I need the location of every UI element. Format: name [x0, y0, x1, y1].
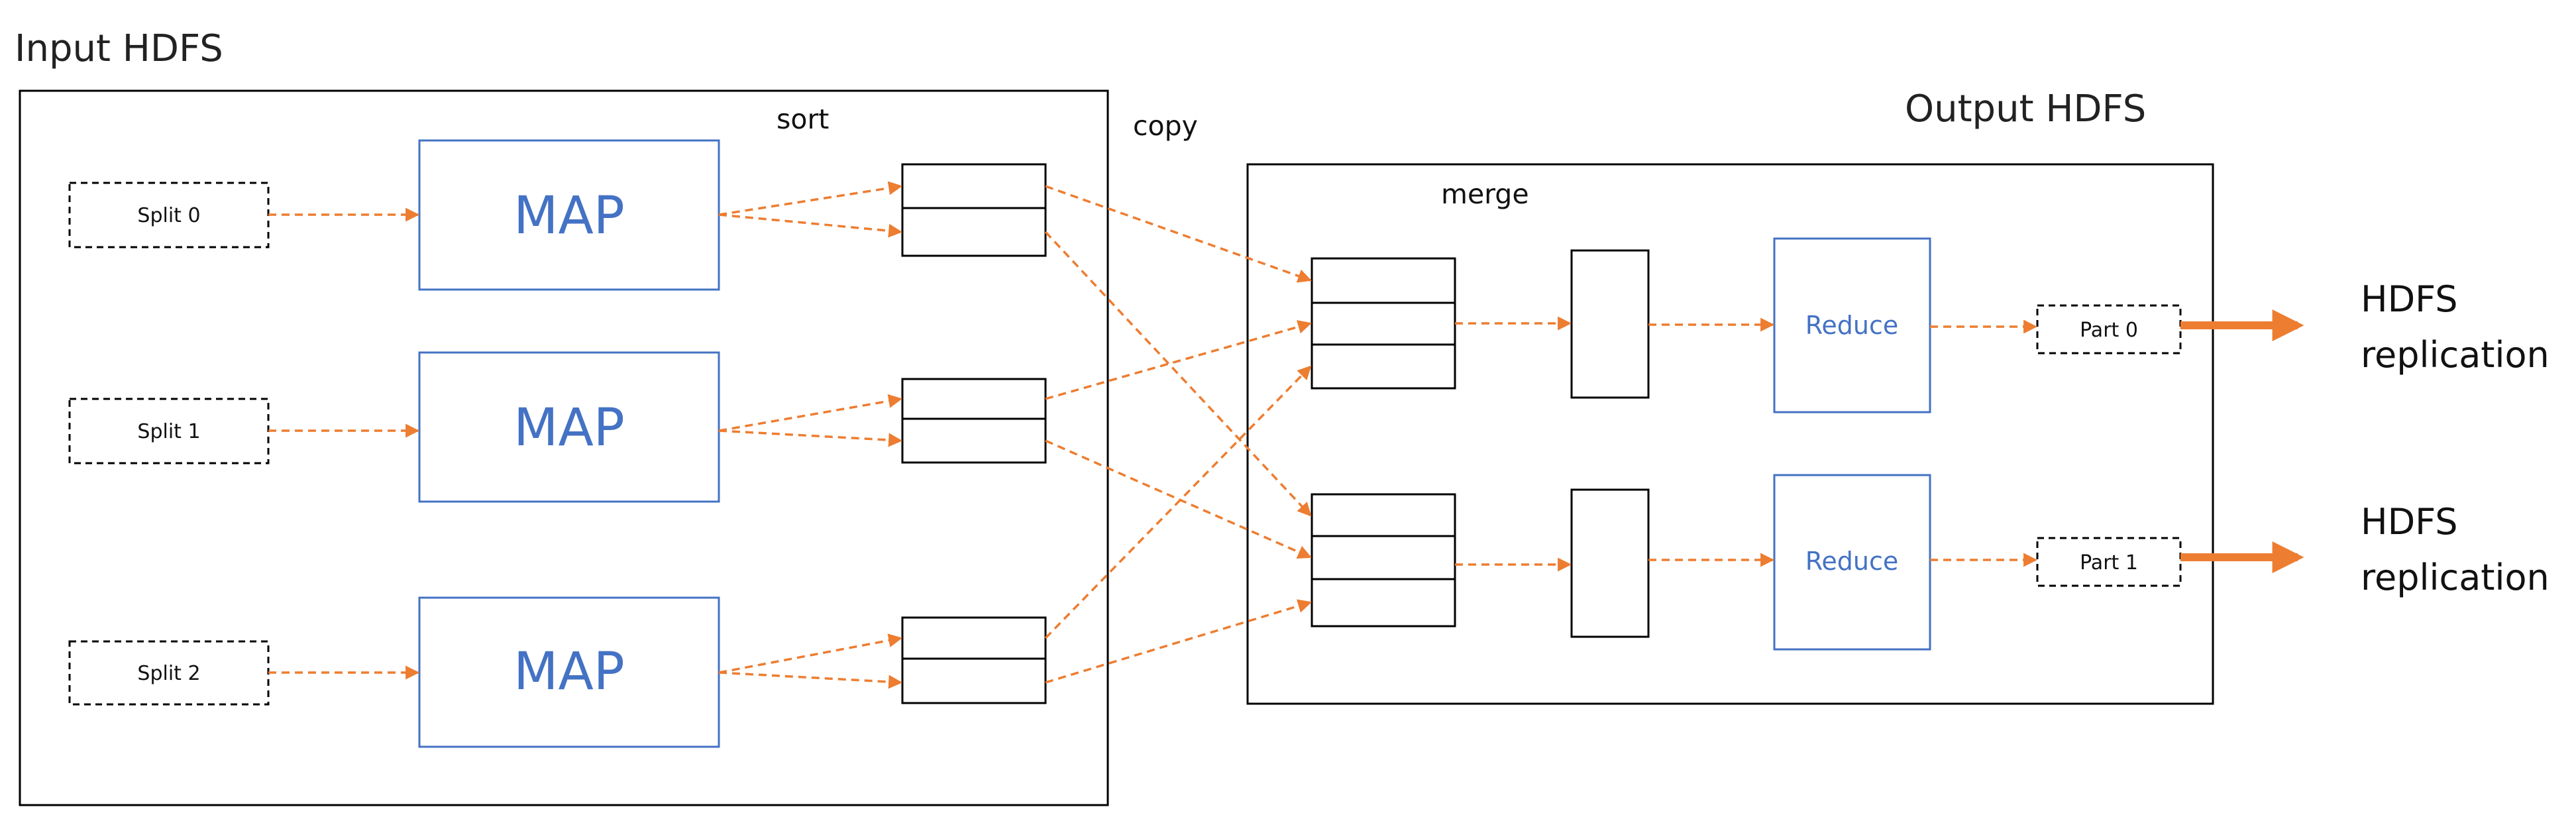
map-label-0: MAP	[513, 186, 625, 246]
arrow-sort1-p1-to-merge1	[1045, 439, 1312, 559]
merge-buffer-0-seg-0	[1311, 257, 1456, 304]
sort-buffer-0-part-0	[901, 163, 1047, 209]
merge-buffer-0	[1311, 257, 1456, 390]
replication-1-line-1: HDFS	[2361, 501, 2458, 543]
copy-label: copy	[1133, 110, 1198, 142]
sort-buffer-0	[901, 163, 1047, 257]
replication-1-line-2: replication	[2361, 557, 2549, 598]
flow-arrows	[268, 181, 2304, 689]
arrow-map0-to-sort0-p0	[718, 181, 903, 216]
reduce-box-0	[1773, 237, 1931, 413]
merge-buffer-0-seg-1	[1311, 301, 1456, 346]
sort-buffer-2-part-0	[901, 616, 1047, 660]
arrow-sort0-p1-to-merge1	[1044, 231, 1312, 517]
map-phase-frame	[19, 89, 1109, 806]
map-label-2: MAP	[513, 642, 625, 702]
reduce-label-1: Reduce	[1805, 547, 1899, 576]
replication-0-line-1: HDFS	[2361, 278, 2458, 320]
sort-buffer-2	[901, 616, 1047, 704]
arrow-sort0-p0-to-merge0	[1045, 185, 1312, 283]
arrow-map1-to-sort1-p1	[718, 429, 903, 447]
merge-buffer-1	[1311, 493, 1456, 628]
split-box-0	[68, 182, 270, 248]
replication-0-line-2: replication	[2361, 334, 2549, 376]
part-label-1: Part 1	[2080, 551, 2138, 574]
merged-output-1	[1570, 488, 1650, 638]
merge-buffer-1-seg-1	[1311, 535, 1456, 580]
map-box-0	[418, 139, 720, 291]
arrow-sort2-p0-to-merge0	[1044, 365, 1312, 639]
reduce-label-0: Reduce	[1805, 311, 1899, 340]
output-hdfs-label: Output HDFS	[1905, 87, 2146, 131]
part-box-1	[2036, 537, 2182, 587]
arrow-sort2-p1-to-merge1	[1045, 599, 1313, 684]
arrow-map2-to-sort2-p0	[718, 633, 903, 674]
map-label-1: MAP	[513, 398, 625, 458]
split-label-0: Split 0	[137, 204, 200, 227]
sort-buffer-1	[901, 378, 1047, 464]
map-box-2	[418, 596, 720, 748]
split-label-1: Split 1	[137, 420, 200, 443]
part-box-0	[2036, 304, 2182, 355]
arrow-sort1-p0-to-merge0	[1045, 320, 1313, 400]
part-label-0: Part 0	[2080, 319, 2138, 342]
reduce-phase-frame	[1246, 163, 2214, 705]
arrow-map1-to-sort1-p0	[718, 394, 903, 432]
arrow-map2-to-sort2-p1	[718, 671, 903, 689]
arrow-map0-to-sort0-p1	[718, 213, 903, 238]
merge-buffer-0-seg-2	[1311, 343, 1456, 390]
replication-label-0: HDFS replication	[2361, 278, 2549, 376]
merged-output-0	[1570, 249, 1650, 399]
split-box-2	[68, 640, 270, 706]
merge-buffer-1-seg-0	[1311, 493, 1456, 537]
split-label-2: Split 2	[137, 662, 200, 685]
input-hdfs-label: Input HDFS	[15, 27, 223, 70]
sort-buffer-2-part-1	[901, 657, 1047, 704]
sort-buffer-1-part-1	[901, 417, 1047, 464]
sort-buffer-1-part-0	[901, 378, 1047, 420]
sort-buffer-0-part-1	[901, 207, 1047, 257]
replication-label-1: HDFS replication	[2361, 501, 2549, 598]
sort-label: sort	[777, 103, 829, 135]
map-box-1	[418, 351, 720, 503]
merge-buffer-1-seg-2	[1311, 578, 1456, 628]
reduce-box-1	[1773, 474, 1931, 651]
merge-label: merge	[1441, 178, 1529, 210]
split-box-1	[68, 398, 270, 464]
